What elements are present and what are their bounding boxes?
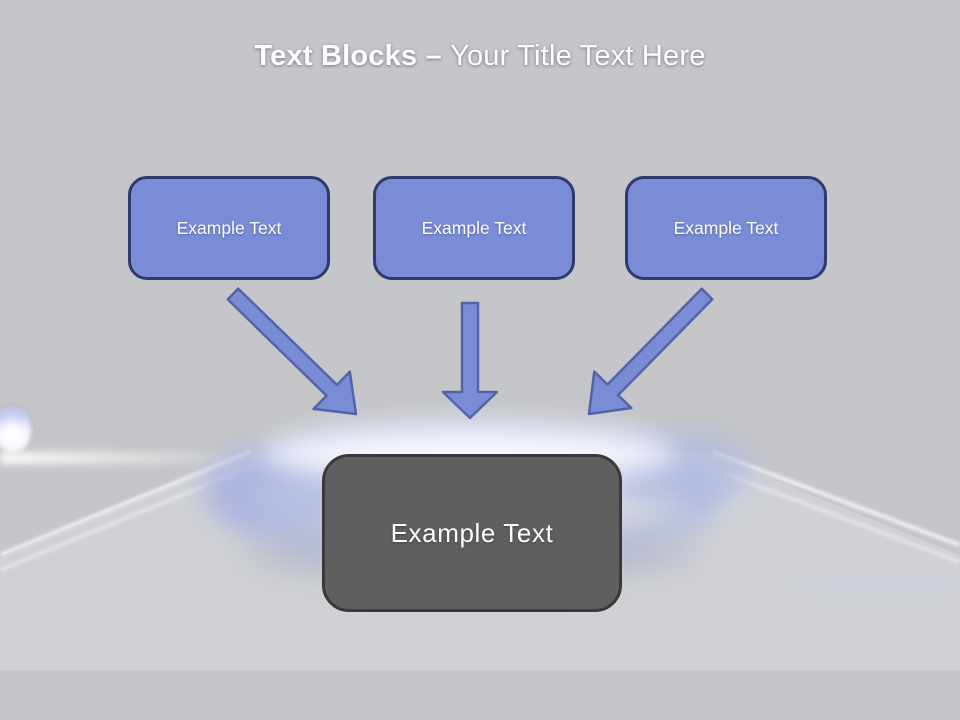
text-block-1[interactable]: Example Text bbox=[128, 176, 330, 280]
center-text-block[interactable]: Example Text bbox=[322, 454, 622, 612]
arrow-down bbox=[441, 301, 499, 420]
center-text-block-label: Example Text bbox=[390, 517, 554, 548]
text-block-3[interactable]: Example Text bbox=[625, 176, 827, 280]
text-block-1-label: Example Text bbox=[176, 217, 282, 238]
slide-title-regular: Your Title Text Here bbox=[450, 39, 706, 72]
slide-title-bold: Text Blocks – bbox=[254, 39, 442, 72]
text-block-2[interactable]: Example Text bbox=[373, 176, 575, 280]
arrow-down-left bbox=[587, 287, 714, 416]
arrow-down-right bbox=[226, 287, 358, 416]
text-block-2-label: Example Text bbox=[421, 217, 527, 238]
slide-title[interactable]: Text Blocks – Your Title Text Here bbox=[0, 0, 960, 112]
text-block-3-label: Example Text bbox=[673, 217, 779, 238]
